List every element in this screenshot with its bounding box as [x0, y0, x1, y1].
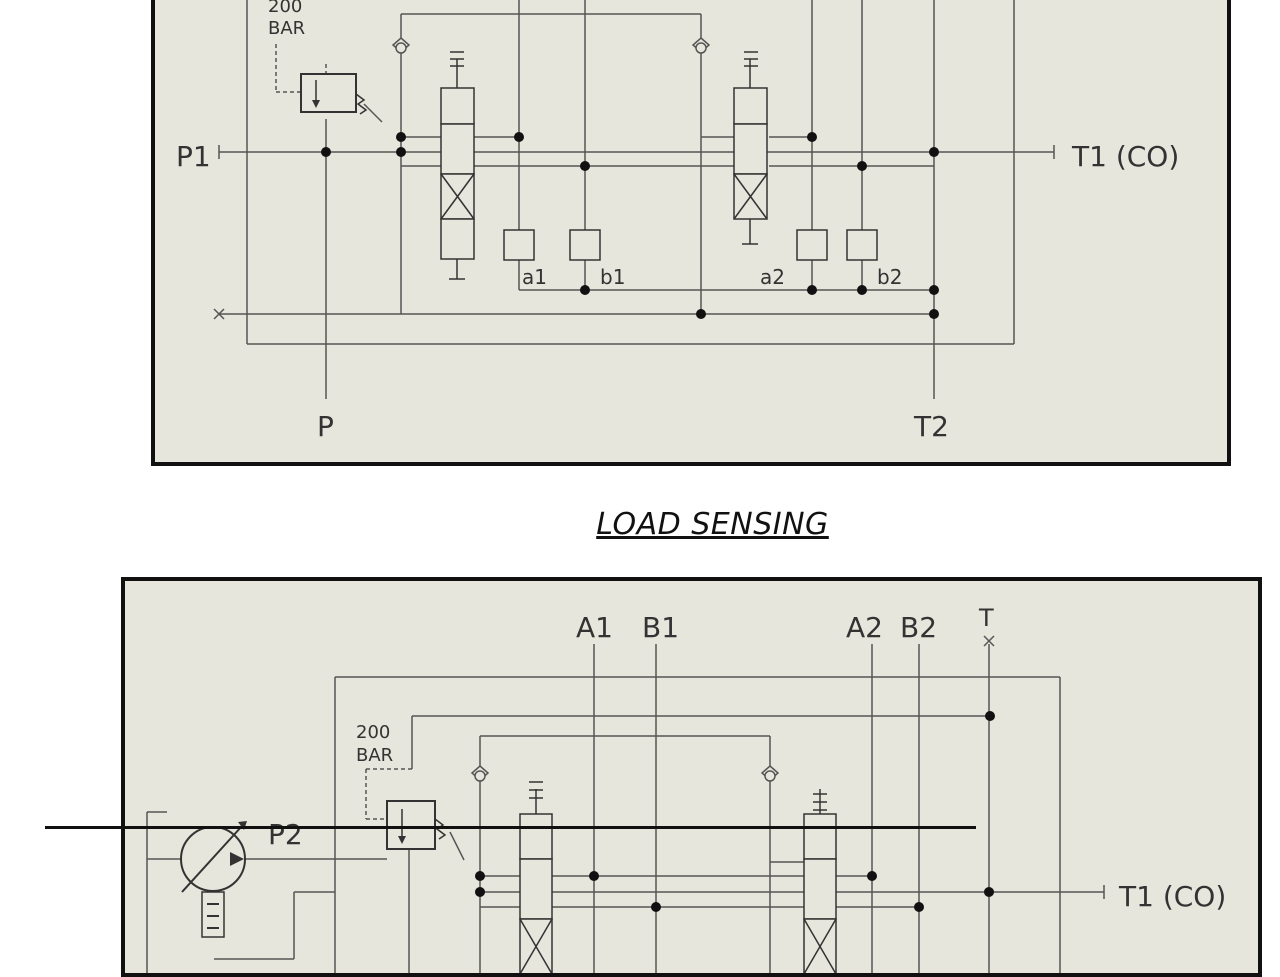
top-port-p-label: P — [317, 410, 334, 443]
overlay-horizontal-line — [45, 826, 976, 829]
top-hydraulic-schematic: 200 BAR P1 T1 (CO) P T2 a1 b1 a2 b2 — [151, 0, 1231, 466]
top-port-a2-label: a2 — [760, 265, 785, 289]
bottom-port-p2-label: P2 — [268, 818, 303, 851]
bottom-schematic-drawing: A1 B1 A2 B2 T 200 BAR P2 T1 (CO) — [146, 604, 1226, 973]
top-port-p1-label: P1 — [176, 140, 211, 173]
top-port-t1-label: T1 (CO) — [1071, 140, 1179, 173]
bottom-port-t1-label: T1 (CO) — [1118, 880, 1226, 913]
top-port-b2-label: b2 — [877, 265, 902, 289]
bottom-port-a1-label: A1 — [576, 611, 613, 644]
bottom-port-t-label: T — [978, 604, 994, 632]
load-sensing-heading: LOAD SENSING — [596, 507, 829, 542]
top-port-a1-label: a1 — [522, 265, 547, 289]
top-port-t2-label: T2 — [913, 410, 949, 443]
bottom-port-b2-label: B2 — [900, 611, 937, 644]
top-schematic-drawing: 200 BAR P1 T1 (CO) P T2 a1 b1 a2 b2 — [176, 0, 1179, 443]
top-port-b1-label: b1 — [600, 265, 625, 289]
top-relief-label-bar: BAR — [268, 18, 305, 39]
bottom-relief-label-bar: BAR — [356, 745, 393, 766]
bottom-relief-label-200: 200 — [356, 722, 390, 743]
bottom-port-b1-label: B1 — [642, 611, 679, 644]
bottom-hydraulic-schematic: A1 B1 A2 B2 T 200 BAR P2 T1 (CO) — [121, 577, 1262, 977]
bottom-port-a2-label: A2 — [846, 611, 883, 644]
top-relief-label-200: 200 — [268, 0, 302, 17]
